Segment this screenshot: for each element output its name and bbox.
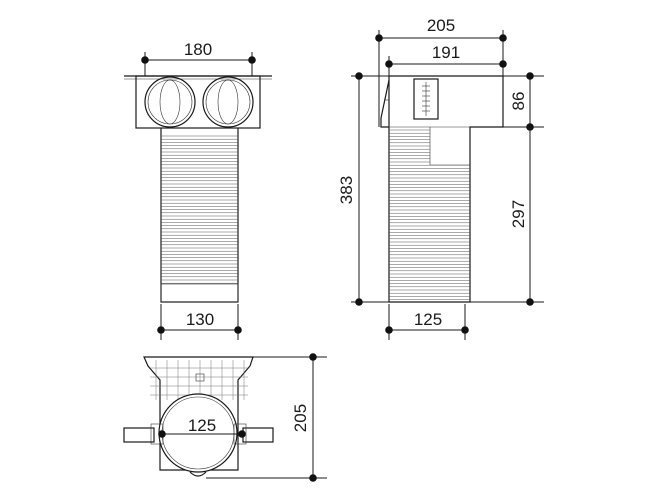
top-bottom-nub — [189, 471, 207, 477]
dim-side-125: 125 — [385, 304, 469, 340]
dim-label-297: 297 — [509, 200, 528, 228]
top-housing-grid — [150, 360, 248, 400]
dim-label-205-top: 205 — [291, 404, 310, 432]
front-tube-cuff — [160, 283, 239, 303]
front-duct-right — [202, 76, 254, 128]
dim-dot — [355, 72, 363, 80]
dim-dot — [385, 60, 393, 68]
dim-label-125-side: 125 — [414, 310, 442, 329]
front-duct-left-inner — [147, 79, 193, 125]
dim-dot — [238, 430, 246, 438]
front-duct-left-shade — [159, 79, 181, 125]
dim-label-205: 205 — [427, 16, 455, 35]
dim-label-125-top: 125 — [188, 416, 216, 435]
dim-side-191: 191 — [385, 43, 507, 76]
front-duct-left — [144, 76, 196, 128]
dim-dot — [461, 326, 469, 334]
side-flange — [380, 79, 390, 128]
dim-dot — [234, 326, 242, 334]
top-pipe-left — [123, 427, 155, 443]
dim-label-130: 130 — [186, 310, 214, 329]
dim-front-top: 180 — [141, 40, 256, 76]
dim-dot — [499, 60, 507, 68]
dim-dot — [309, 474, 317, 482]
dim-dot — [157, 326, 165, 334]
dim-label-191: 191 — [432, 43, 460, 62]
front-box — [135, 75, 261, 129]
dim-side-383: 383 — [337, 72, 389, 306]
dim-dot — [526, 298, 534, 306]
dim-dot — [385, 326, 393, 334]
front-duct-right-shade — [217, 79, 239, 125]
top-housing — [143, 356, 254, 471]
dim-label-180: 180 — [184, 40, 212, 59]
front-tube-ribs — [161, 135, 238, 284]
dim-dot — [309, 353, 317, 361]
dim-label-86: 86 — [509, 92, 528, 111]
side-tube-ribs — [389, 129, 470, 300]
dim-dot — [158, 430, 166, 438]
dim-top-125: 125 — [158, 416, 246, 438]
side-label-plate — [413, 78, 439, 120]
side-body-outline — [388, 75, 504, 303]
dim-dot — [141, 56, 149, 64]
side-label-plate-marks — [422, 85, 430, 112]
top-view — [123, 356, 274, 477]
front-view — [124, 75, 272, 303]
front-flexible-tube — [160, 128, 239, 303]
dim-side-297: 297 — [470, 127, 544, 306]
dim-label-383: 383 — [337, 176, 356, 204]
dim-dot — [355, 298, 363, 306]
dim-dot — [375, 34, 383, 42]
dim-side-205: 205 — [375, 16, 507, 127]
dim-top-205: 205 — [206, 353, 327, 482]
front-duct-right-inner — [205, 79, 251, 125]
side-view — [380, 75, 504, 303]
dim-front-bottom: 130 — [157, 304, 242, 340]
dim-dot — [499, 34, 507, 42]
top-center-mark — [195, 373, 205, 382]
dim-dot — [526, 72, 534, 80]
top-pipe-right — [242, 427, 274, 443]
side-inner-step — [429, 127, 470, 166]
dim-dot — [248, 56, 256, 64]
dim-side-86: 86 — [503, 72, 544, 131]
